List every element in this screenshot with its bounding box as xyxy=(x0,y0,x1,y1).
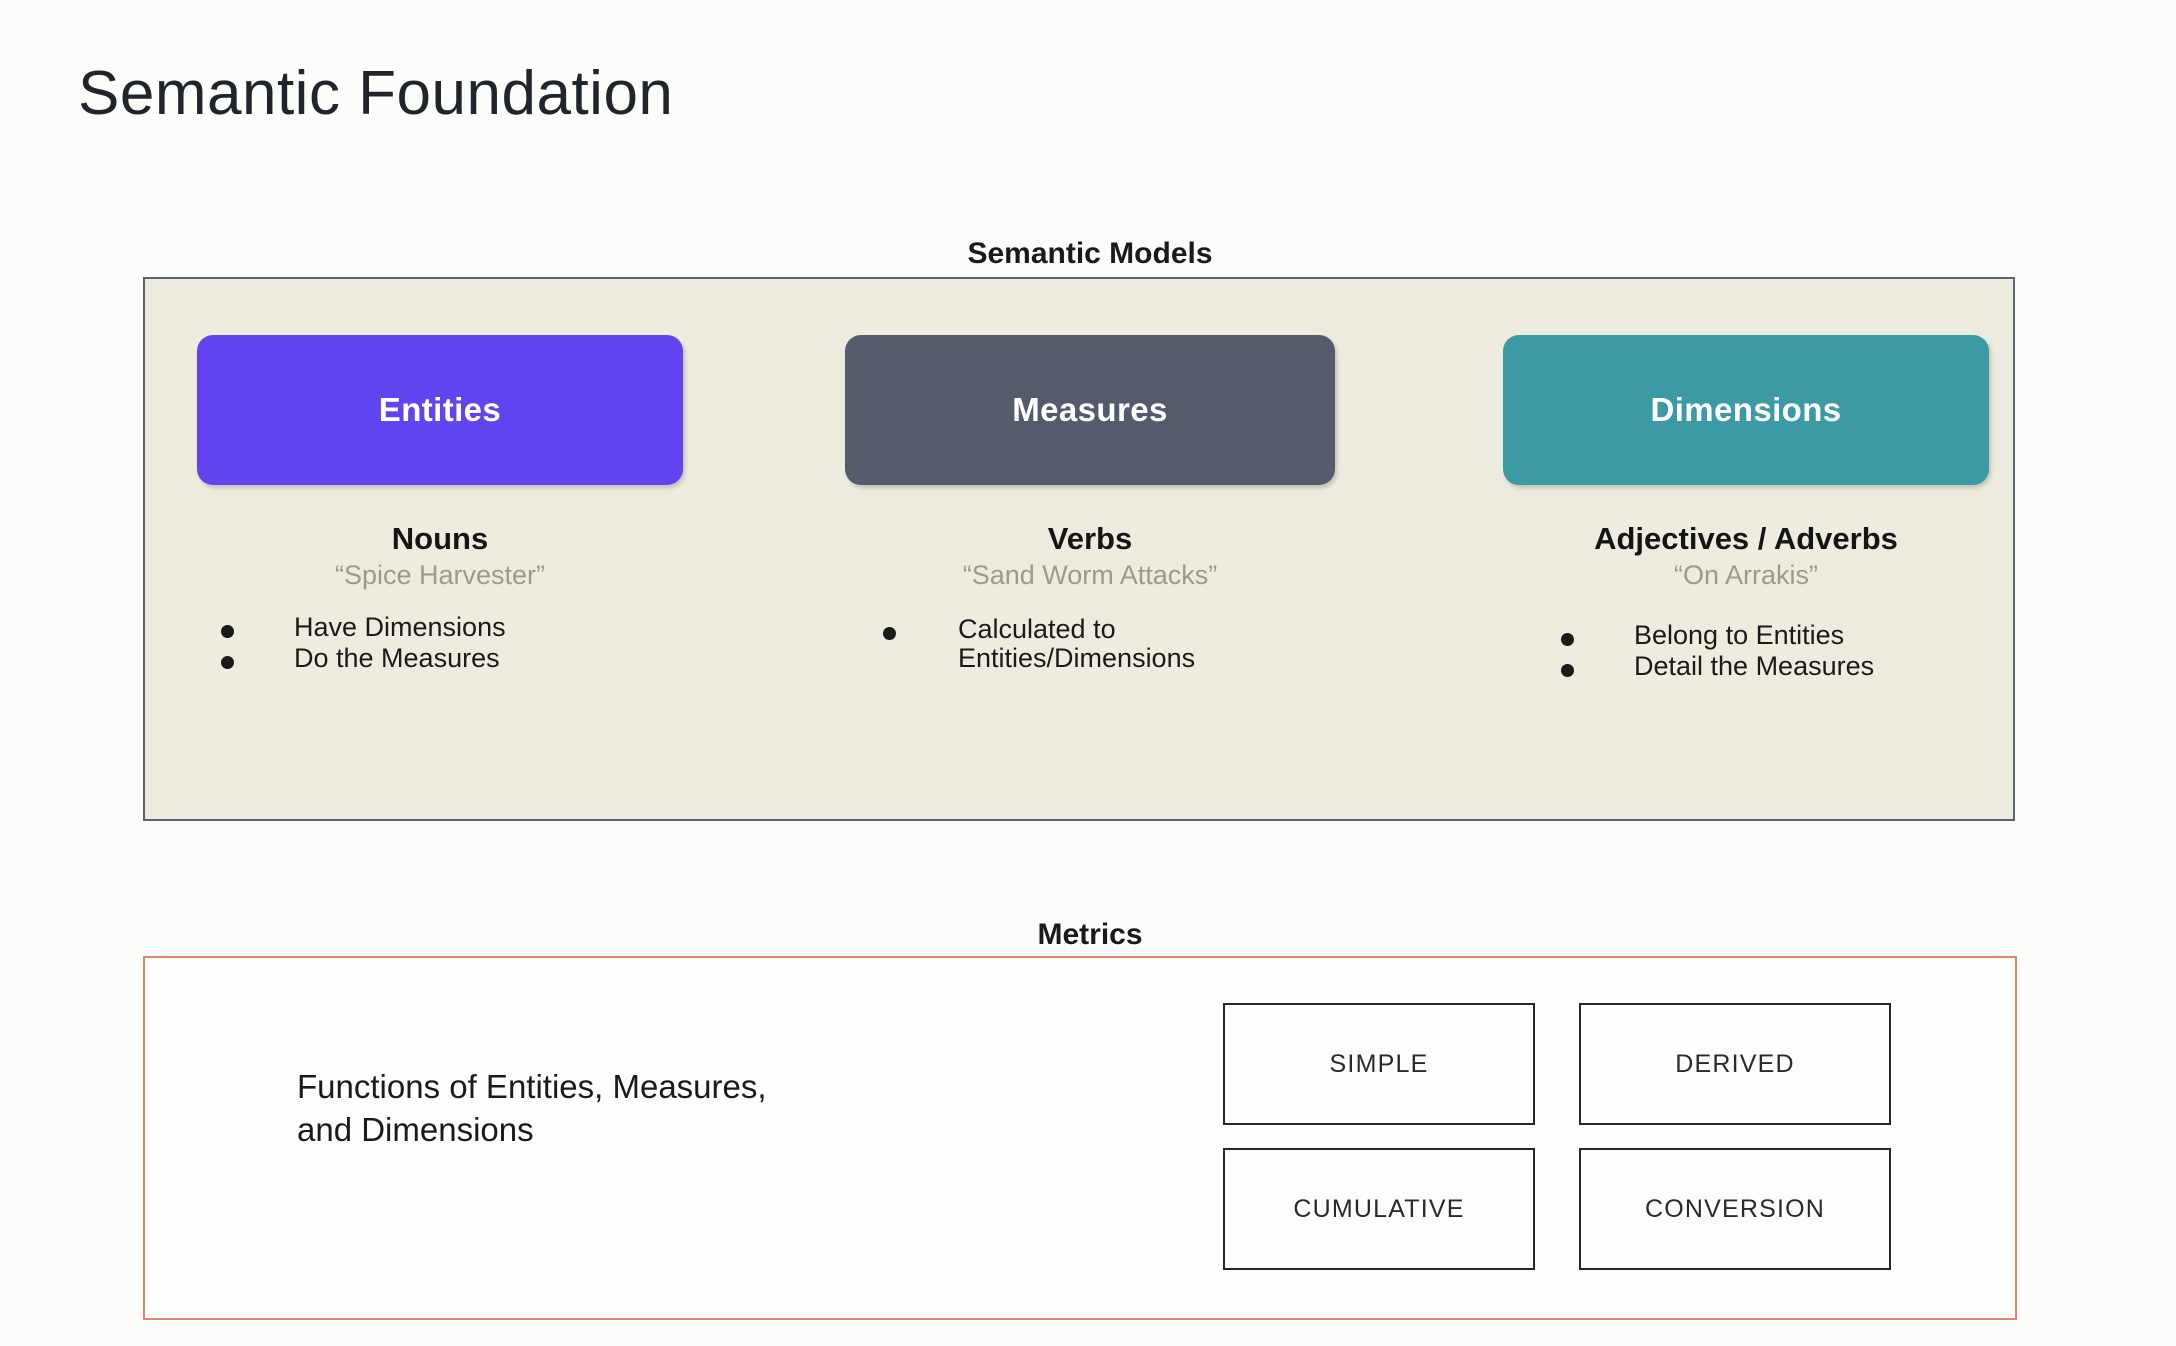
pill-entities-label: Entities xyxy=(378,391,502,428)
list-item: Have Dimensions xyxy=(221,613,683,642)
metric-type-label: CONVERSION xyxy=(1644,1194,1826,1223)
part-of-speech-entities: Nouns xyxy=(391,521,489,556)
part-of-speech-dimensions: Adjectives / Adverbs xyxy=(1594,521,1898,556)
bullet-dot-icon xyxy=(1561,663,1574,677)
bullet-list-dimensions: Belong to Entities Detail the Measures xyxy=(1503,621,1989,681)
metric-type-cumulative[interactable]: CUMULATIVE xyxy=(1223,1148,1535,1270)
page-title: Semantic Foundation xyxy=(78,59,674,128)
bullet-list-entities: Have Dimensions Do the Measures xyxy=(197,613,683,673)
semantic-pill-row: Entities Measures Dimensions xyxy=(145,279,2013,819)
semantic-models-panel: Entities Measures Dimensions Nouns “Spic… xyxy=(143,277,2015,821)
semantic-models-caption: Semantic Models xyxy=(967,237,1213,270)
metric-type-label: SIMPLE xyxy=(1329,1049,1429,1078)
pill-dimensions-label: Dimensions xyxy=(1650,391,1842,428)
descriptor-column-dimensions: Adjectives / Adverbs “On Arrakis” Belong… xyxy=(1503,521,1989,683)
bullet-text: Detail the Measures xyxy=(1634,650,1875,681)
bullet-text: Have Dimensions xyxy=(294,612,506,643)
bullet-list-measures: Calculated to Entities/Dimensions xyxy=(845,615,1335,673)
list-item: Detail the Measures xyxy=(1561,652,1989,681)
metric-type-derived[interactable]: DERIVED xyxy=(1579,1003,1891,1125)
example-quote-measures: “Sand Worm Attacks” xyxy=(962,560,1218,591)
metrics-panel: Functions of Entities, Measures, and Dim… xyxy=(143,956,2017,1320)
bullet-dot-icon xyxy=(221,655,234,669)
metric-type-simple[interactable]: SIMPLE xyxy=(1223,1003,1535,1125)
metric-type-grid: SIMPLE DERIVED CUMULATIVE CONVERSION xyxy=(1223,1003,1923,1273)
list-item: Belong to Entities xyxy=(1561,621,1989,650)
bullet-dot-icon xyxy=(883,627,896,641)
metric-type-label: DERIVED xyxy=(1675,1049,1795,1078)
pill-measures[interactable]: Measures xyxy=(845,335,1335,485)
example-quote-dimensions: “On Arrakis” xyxy=(1673,560,1819,591)
descriptor-column-entities: Nouns “Spice Harvester” Have Dimensions … xyxy=(197,521,683,675)
descriptor-column-measures: Verbs “Sand Worm Attacks” Calculated to … xyxy=(845,521,1335,675)
metrics-caption: Metrics xyxy=(1037,918,1143,951)
bullet-text: Calculated to Entities/Dimensions xyxy=(958,614,1196,673)
metric-type-label: CUMULATIVE xyxy=(1293,1194,1465,1223)
pill-dimensions[interactable]: Dimensions xyxy=(1503,335,1989,485)
part-of-speech-measures: Verbs xyxy=(1047,521,1133,556)
bullet-dot-icon xyxy=(221,625,234,639)
example-quote-entities: “Spice Harvester” xyxy=(334,560,546,591)
pill-entities[interactable]: Entities xyxy=(197,335,683,485)
bullet-text: Belong to Entities xyxy=(1634,620,1845,651)
metric-type-conversion[interactable]: CONVERSION xyxy=(1579,1148,1891,1270)
bullet-dot-icon xyxy=(1561,633,1574,647)
metrics-description: Functions of Entities, Measures, and Dim… xyxy=(297,1068,767,1148)
pill-measures-label: Measures xyxy=(1012,391,1168,428)
bullet-text: Do the Measures xyxy=(294,642,500,673)
list-item: Calculated to Entities/Dimensions xyxy=(883,615,1335,673)
list-item: Do the Measures xyxy=(221,644,683,673)
